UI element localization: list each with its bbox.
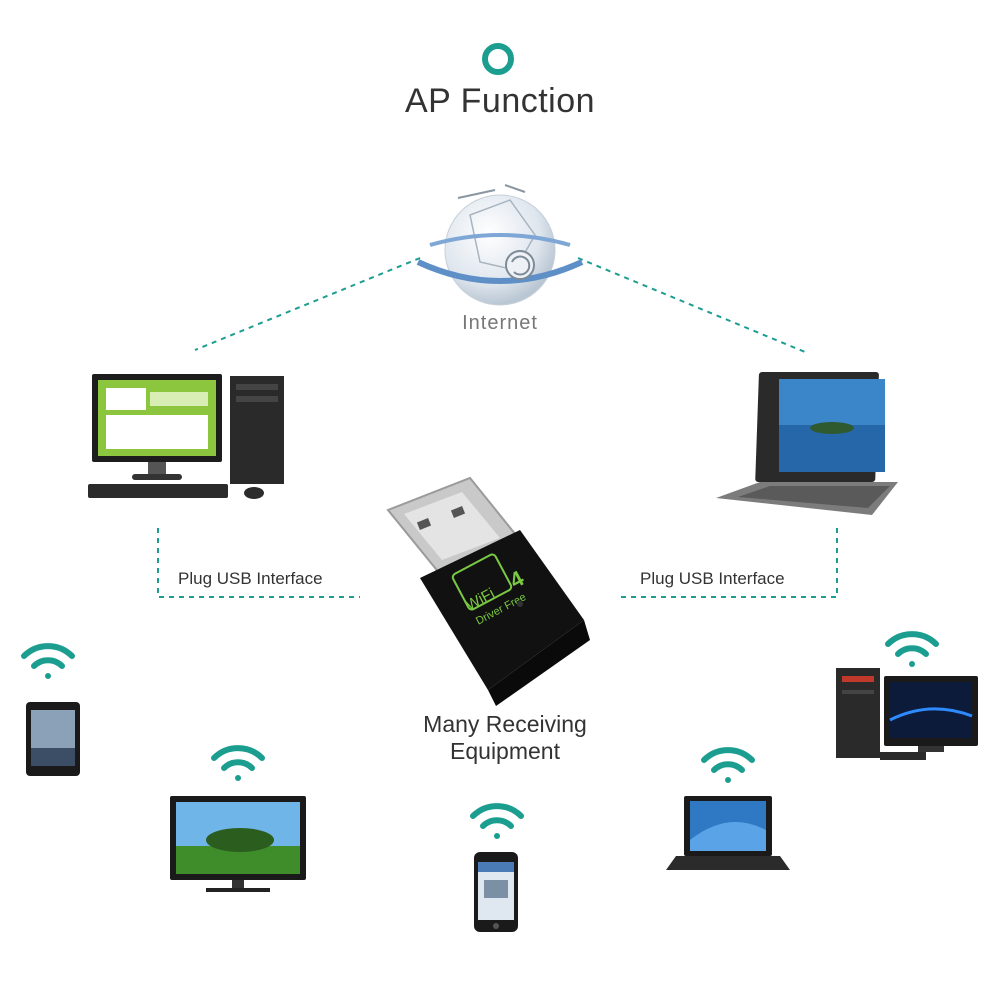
tablet-icon: [26, 702, 80, 776]
line-internet-to-laptop: [577, 257, 806, 353]
page-title: AP Function: [404, 82, 596, 120]
internet-globe-icon: [416, 184, 584, 306]
wifi-icon: [885, 631, 939, 667]
internet-label: Internet: [462, 312, 538, 334]
wifi-icon: [21, 643, 75, 679]
desktop-tower-monitor-icon: [836, 668, 978, 760]
wifi-icons: [21, 631, 939, 839]
plug-usb-label-right: Plug USB Interface: [640, 569, 785, 588]
tv-icon: [170, 796, 306, 892]
line-laptop-to-dongle: [620, 528, 838, 598]
laptop-icon: [716, 372, 898, 515]
caption-line-2: Equipment: [450, 738, 560, 764]
wifi-icon: [211, 745, 265, 781]
wifi-icon: [701, 747, 755, 783]
usb-wifi-dongle-icon: WiFi 4 Driver Free: [386, 476, 590, 706]
plug-usb-label-left: Plug USB Interface: [178, 569, 323, 588]
caption-line-1: Many Receiving: [423, 711, 587, 737]
line-pc-to-dongle: [157, 528, 360, 598]
small-laptop-icon: [666, 796, 790, 870]
line-internet-to-pc: [194, 257, 421, 351]
connection-lines: [157, 257, 838, 598]
title-ring-icon: [482, 43, 514, 75]
wifi-icon: [470, 803, 524, 839]
smartphone-icon: [474, 852, 518, 932]
desktop-pc-icon: [88, 374, 284, 499]
